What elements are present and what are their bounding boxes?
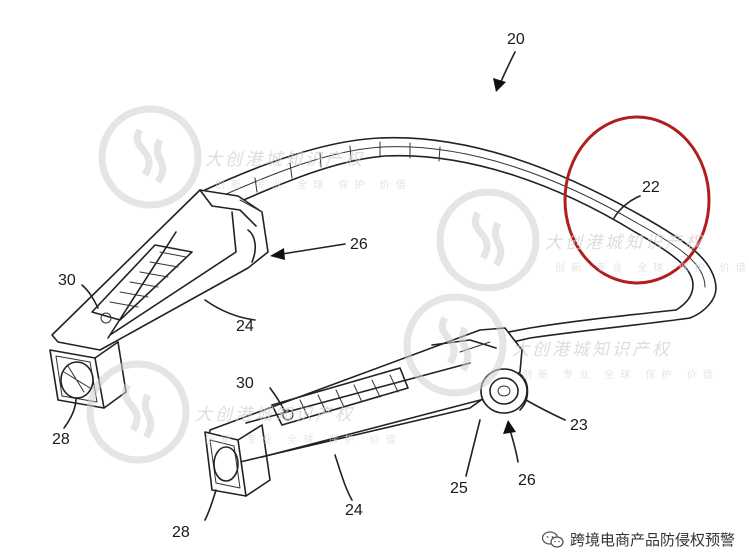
label-25: 25 [450, 480, 468, 497]
watermark-title-1: 大创港城知识产权 [205, 150, 365, 170]
label-23: 23 [570, 417, 588, 434]
watermark-title-4: 大创港城知识产权 [195, 405, 355, 425]
right-housing [204, 327, 529, 497]
label-26-lower: 26 [518, 472, 536, 489]
label-26-upper: 26 [350, 236, 368, 253]
leaders [63, 51, 641, 521]
watermark-logo-2: 大创港城知识产权 创新 专业 全球 保护 价值 [436, 188, 749, 292]
right-end-cap [204, 424, 271, 497]
watermark-title-3: 大创港城知识产权 [512, 340, 672, 360]
watermark-logo-1: 大创港城知识产权 创新 专业 全球 保护 价值 [98, 105, 412, 209]
label-28-right: 28 [172, 524, 190, 541]
label-28-left: 28 [52, 431, 70, 448]
watermark-logo-4: 大创港城知识产权 创新 专业 全球 保护 价值 [86, 360, 402, 464]
watermark-logo-3: 大创港城知识产权 创新 专业 全球 保护 价值 [403, 293, 719, 397]
label-22: 22 [642, 179, 660, 196]
label-24-upper: 24 [236, 318, 254, 335]
left-button-row [91, 244, 193, 324]
reference-labels: 20 22 26 30 24 30 28 23 25 26 24 28 [52, 31, 660, 541]
watermark-subtitle-2: 创新 专业 全球 保护 价值 [555, 261, 749, 274]
label-24-lower: 24 [345, 502, 363, 519]
watermark-subtitle-1: 创新 专业 全球 保护 价值 [215, 178, 412, 191]
right-button-row [271, 367, 409, 426]
watermark-subtitle-3: 创新 专业 全球 保护 价值 [522, 368, 719, 381]
watermark-subtitle-4: 创新 专业 全球 保护 价值 [205, 433, 402, 446]
highlight-circle [563, 115, 711, 285]
channel-name: 跨境电商产品防侵权预警 [569, 531, 735, 549]
label-30-left: 30 [58, 272, 76, 289]
label-20: 20 [507, 31, 525, 48]
watermark-title-2: 大创港城知识产权 [545, 233, 705, 253]
wechat-icon [541, 530, 564, 548]
channel-footer: 跨境电商产品防侵权预警 [541, 529, 735, 550]
left-end-cap [49, 341, 127, 409]
label-30-right: 30 [236, 375, 254, 392]
